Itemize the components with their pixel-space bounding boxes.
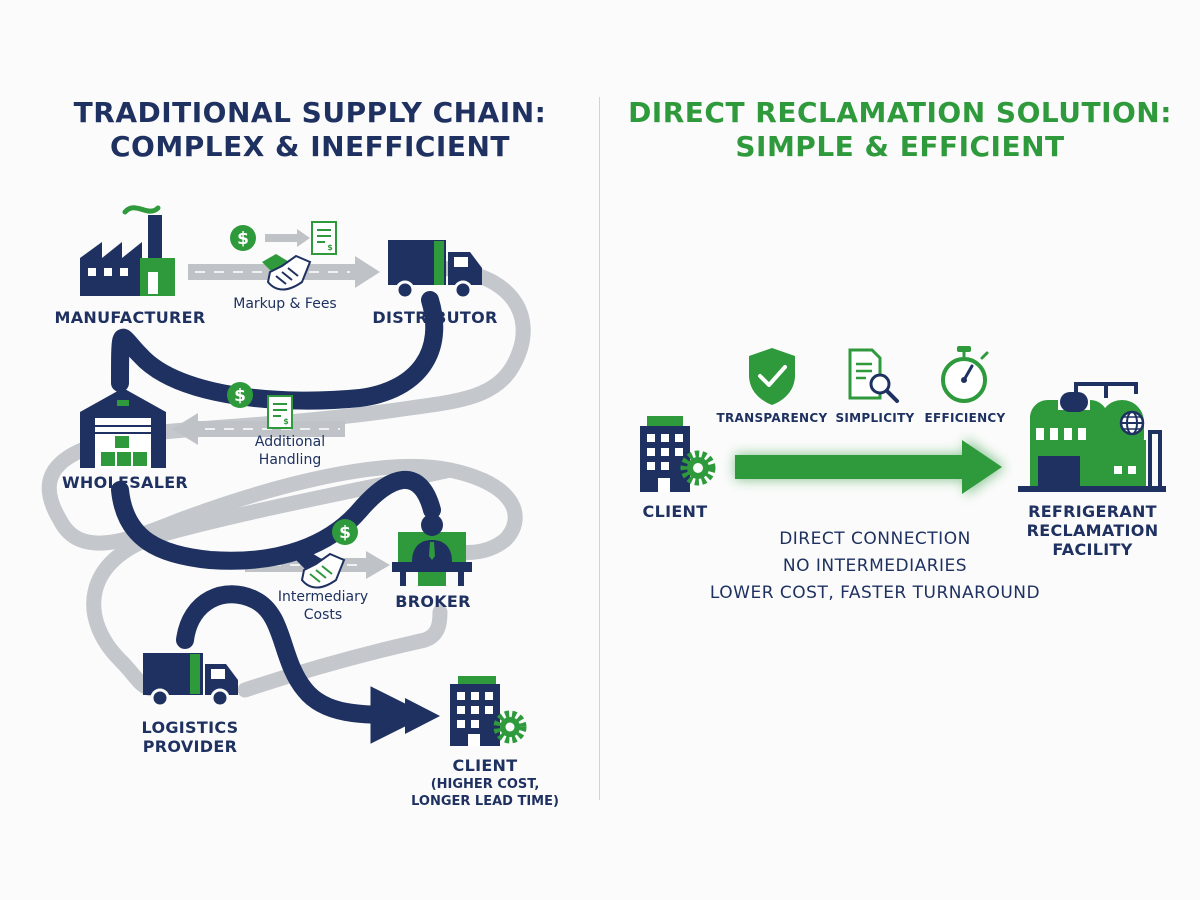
broker-icon bbox=[392, 514, 472, 586]
stopwatch-icon bbox=[941, 346, 989, 403]
invoice-icon: $ bbox=[311, 221, 337, 255]
navy-flow-path-3 bbox=[176, 585, 429, 744]
facility-line2: RECLAMATION bbox=[1026, 521, 1159, 540]
left-client-label: CLIENT bbox=[452, 756, 518, 775]
right-panel-title: DIRECT RECLAMATION SOLUTION: SIMPLE & EF… bbox=[600, 96, 1200, 164]
bullet-direct-connection: DIRECT CONNECTION bbox=[779, 529, 971, 549]
left-client-block: CLIENT (HIGHER COST, LONGER LEAD TIME) bbox=[395, 756, 575, 810]
left-panel-title: TRADITIONAL SUPPLY CHAIN: COMPLEX & INEF… bbox=[30, 96, 590, 164]
additional-handling-label: Additional Handling bbox=[230, 433, 350, 469]
svg-text:$: $ bbox=[234, 386, 246, 406]
handling-line1: Additional bbox=[254, 434, 326, 450]
facility-line3: FACILITY bbox=[1052, 540, 1133, 559]
logistics-line1: LOGISTICS bbox=[141, 718, 239, 737]
right-title-line2: SIMPLE & EFFICIENT bbox=[735, 130, 1065, 163]
dollar-icon: $ bbox=[227, 382, 253, 408]
manufacturer-label: MANUFACTURER bbox=[54, 308, 206, 327]
facility-label: REFRIGERANT RECLAMATION FACILITY bbox=[1010, 502, 1175, 559]
direct-arrow bbox=[735, 438, 1005, 496]
left-title-line1: TRADITIONAL SUPPLY CHAIN: bbox=[73, 96, 547, 129]
broker-label: BROKER bbox=[395, 592, 471, 611]
navy-flow-path-2 bbox=[111, 471, 441, 570]
handshake-icon bbox=[262, 254, 312, 291]
benefit-simplicity: SIMPLICITY bbox=[835, 411, 915, 425]
document-search-icon bbox=[848, 348, 899, 403]
benefit-efficiency: EFFICIENCY bbox=[924, 411, 1006, 425]
truck-icon bbox=[143, 653, 238, 708]
handshake-icon bbox=[296, 552, 346, 589]
client-note-line2: LONGER LEAD TIME) bbox=[411, 794, 559, 809]
direct-benefits-list: DIRECT CONNECTION NO INTERMEDIARIES LOWE… bbox=[680, 526, 1070, 607]
distributor-label: DISTRIBUTOR bbox=[372, 308, 498, 327]
dollar-icon: $ bbox=[230, 225, 256, 251]
right-title-line1: DIRECT RECLAMATION SOLUTION: bbox=[628, 96, 1172, 129]
truck-icon bbox=[388, 240, 482, 300]
client-note-line1: (HIGHER COST, bbox=[430, 777, 540, 792]
svg-text:$: $ bbox=[283, 417, 289, 426]
intermediary-line2: Costs bbox=[303, 607, 343, 623]
dollar-icon: $ bbox=[332, 519, 358, 545]
bullet-no-intermediaries: NO INTERMEDIARIES bbox=[782, 556, 968, 576]
building-gear-icon bbox=[450, 676, 527, 746]
svg-text:$: $ bbox=[237, 229, 249, 249]
bullet-lower-cost: LOWER COST, FASTER TURNAROUND bbox=[709, 583, 1041, 603]
intermediary-line1: Intermediary bbox=[277, 589, 369, 605]
facility-line1: REFRIGERANT bbox=[1028, 502, 1157, 521]
logistics-provider-label: LOGISTICS PROVIDER bbox=[120, 718, 260, 756]
right-client-label: CLIENT bbox=[642, 502, 708, 521]
facility-icon bbox=[1018, 382, 1166, 492]
factory-icon bbox=[80, 205, 175, 296]
left-title-line2: COMPLEX & INEFFICIENT bbox=[110, 130, 510, 163]
markup-fees-label: Markup & Fees bbox=[233, 296, 337, 312]
warehouse-icon bbox=[80, 388, 166, 468]
panel-divider bbox=[599, 97, 600, 800]
svg-text:$: $ bbox=[327, 243, 333, 252]
wholesaler-label: WHOLESALER bbox=[61, 473, 189, 492]
logistics-line2: PROVIDER bbox=[142, 737, 238, 756]
benefit-transparency: TRANSPARENCY bbox=[716, 411, 828, 425]
handling-line2: Handling bbox=[258, 452, 322, 468]
navy-flow-path bbox=[111, 291, 444, 410]
globe-icon bbox=[1119, 410, 1145, 436]
shield-check-icon bbox=[749, 348, 795, 405]
intermediary-costs-label: Intermediary Costs bbox=[258, 588, 388, 624]
navy-arrowhead bbox=[405, 698, 440, 734]
invoice-icon: $ bbox=[267, 395, 293, 429]
building-gear-icon bbox=[640, 416, 716, 492]
svg-text:$: $ bbox=[339, 523, 351, 543]
